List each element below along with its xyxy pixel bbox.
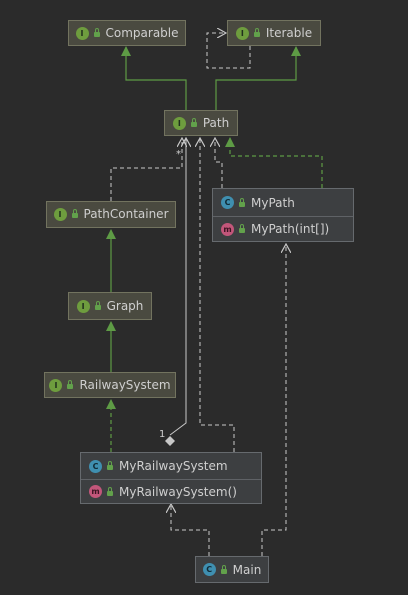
node-label: RailwaySystem bbox=[79, 378, 171, 392]
node-label: Iterable bbox=[265, 26, 313, 40]
node-label: MyRailwaySystem bbox=[119, 459, 228, 473]
public-lock-icon bbox=[239, 197, 245, 207]
edge-mypath-implements-path bbox=[225, 137, 323, 188]
edge-pathcontainer-uses-path bbox=[110, 138, 182, 201]
interface-icon: I bbox=[235, 26, 249, 40]
edge-mypath-uses-path bbox=[215, 138, 223, 188]
node-comparable[interactable]: I Comparable bbox=[68, 20, 186, 46]
node-label: Main bbox=[232, 562, 262, 577]
method-row[interactable]: m MyRailwaySystem() bbox=[81, 479, 261, 503]
public-lock-icon bbox=[107, 461, 113, 470]
public-lock-icon bbox=[94, 301, 101, 310]
public-lock-icon bbox=[93, 28, 100, 37]
public-lock-icon bbox=[190, 118, 197, 127]
method-row[interactable]: m MyPath(int[]) bbox=[213, 216, 353, 241]
node-main[interactable]: C Main bbox=[195, 556, 269, 583]
edge-main-uses-mypath bbox=[261, 244, 286, 556]
interface-icon: I bbox=[76, 299, 90, 313]
method-icon: m bbox=[89, 485, 102, 498]
edge-path-extends-iterable bbox=[215, 46, 301, 110]
interface-icon: I bbox=[53, 207, 67, 221]
method-icon: m bbox=[221, 222, 234, 236]
multiplicity-star: * bbox=[176, 149, 181, 160]
interface-icon: I bbox=[49, 378, 63, 392]
aggregation-diamond bbox=[165, 436, 175, 446]
node-label: Graph bbox=[106, 299, 144, 313]
node-label: Comparable bbox=[105, 26, 179, 40]
method-signature: MyPath(int[]) bbox=[251, 222, 330, 236]
interface-icon: I bbox=[172, 116, 186, 130]
public-lock-icon bbox=[71, 209, 78, 218]
class-icon: C bbox=[89, 459, 102, 473]
node-iterable[interactable]: I Iterable bbox=[227, 20, 321, 46]
edge-myrailwaysystem-aggregates-path bbox=[169, 138, 186, 436]
class-icon: C bbox=[221, 196, 234, 209]
node-myrailwaysystem[interactable]: C MyRailwaySystem m MyRailwaySystem() bbox=[80, 452, 262, 504]
public-lock-icon bbox=[239, 224, 245, 233]
public-lock-icon bbox=[220, 564, 227, 574]
node-mypath[interactable]: C MyPath m MyPath(int[]) bbox=[212, 188, 354, 242]
edge-myrailwaysystem-uses-path bbox=[200, 138, 235, 452]
node-label: MyPath bbox=[251, 195, 295, 210]
node-graph[interactable]: I Graph bbox=[68, 292, 152, 320]
interface-icon: I bbox=[75, 26, 89, 40]
edge-path-extends-comparable bbox=[121, 46, 187, 110]
public-lock-icon bbox=[107, 486, 113, 496]
node-label: Path bbox=[202, 116, 230, 130]
edge-main-uses-myrailwaysystem bbox=[171, 504, 210, 556]
node-railwaysystem[interactable]: I RailwaySystem bbox=[44, 372, 176, 398]
node-label: PathContainer bbox=[83, 207, 169, 221]
public-lock-icon bbox=[67, 380, 74, 389]
edge-iterable-uses-comparable bbox=[206, 33, 251, 69]
method-signature: MyRailwaySystem() bbox=[119, 484, 237, 499]
node-pathcontainer[interactable]: I PathContainer bbox=[46, 201, 176, 228]
multiplicity-one: 1 bbox=[159, 429, 166, 440]
public-lock-icon bbox=[253, 28, 260, 37]
node-path[interactable]: I Path bbox=[164, 110, 238, 136]
class-icon: C bbox=[202, 563, 216, 576]
